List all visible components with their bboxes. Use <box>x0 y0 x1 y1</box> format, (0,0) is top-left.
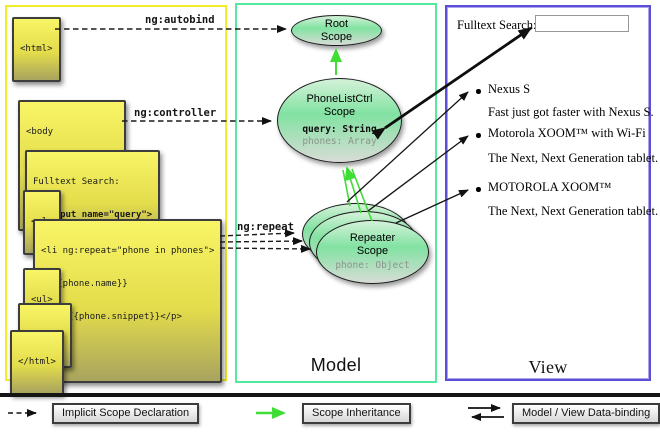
scope-title: Scope <box>320 30 353 43</box>
view-item-name: MOTOROLA XOOM™ <box>488 180 612 194</box>
code-box-li-repeat: <li ng:repeat="phone in phones"> {{phone… <box>33 219 223 383</box>
view-search-label: Fulltext Search: <box>457 18 537 32</box>
code-box-html-open: <html> <box>12 17 61 82</box>
ng-autobind-label: ng:autobind <box>145 14 215 26</box>
view-item-snippet: The Next, Next Generation tablet. <box>488 151 659 165</box>
legend-scope-inheritance-box: Scope Inheritance <box>302 403 411 424</box>
scope-attr-query: query: String <box>302 124 377 135</box>
view-item-name: Nexus S <box>488 82 531 96</box>
code-line: <ul> <box>31 295 53 305</box>
code-line: </html> <box>18 357 56 367</box>
scope-title: Scope <box>356 244 389 257</box>
model-panel: Model <box>235 3 437 383</box>
view-item-snippet: The Next, Next Generation tablet. <box>488 204 659 218</box>
bullet-icon <box>476 89 481 94</box>
bullet-icon <box>476 187 481 192</box>
scope-attr-phone: phone: Object <box>335 260 410 271</box>
scope-attr-phones: phones: Array <box>302 136 377 147</box>
code-box-html-close: </html> <box>10 330 64 395</box>
code-line: Fulltext Search: <box>33 177 120 187</box>
model-panel-title: Model <box>310 355 362 375</box>
scope-title: Repeater <box>349 232 396 244</box>
legend-separator-line <box>0 393 660 397</box>
view-item-snippet: Fast just got faster with Nexus S. <box>488 105 654 119</box>
view-item-name: Motorola XOOM™ with Wi-Fi <box>488 126 646 140</box>
root-scope-ellipse: Root Scope <box>291 15 382 46</box>
ng-repeat-label: ng:repeat <box>237 221 294 233</box>
bullet-icon <box>476 133 481 138</box>
code-line: <body <box>26 127 54 137</box>
view-panel-title: View <box>528 357 568 377</box>
view-panel: Fulltext Search: Nexus S Fast just got f… <box>445 5 658 381</box>
repeater-scope-ellipse-front: Repeater Scope phone: Object <box>316 220 429 284</box>
ng-controller-label: ng:controller <box>134 107 217 119</box>
scope-title: Root <box>324 18 349 30</box>
scope-title: PhoneListCtrl <box>306 93 373 105</box>
code-line: <li ng:repeat="phone in phones"> <box>41 246 215 256</box>
legend-databinding-box: Model / View Data-binding <box>512 403 660 424</box>
phonelistctrl-scope-ellipse: PhoneListCtrl Scope query: String phones… <box>277 78 402 163</box>
fulltext-search-input[interactable] <box>535 15 629 32</box>
scope-title: Scope <box>323 105 356 118</box>
legend-implicit-scope-box: Implicit Scope Declaration <box>52 403 200 424</box>
code-line: <p>{{phone.snippet}}</p> <box>41 312 182 322</box>
code-line: <html> <box>20 44 53 54</box>
code-line: {{phone.name}} <box>41 279 128 289</box>
